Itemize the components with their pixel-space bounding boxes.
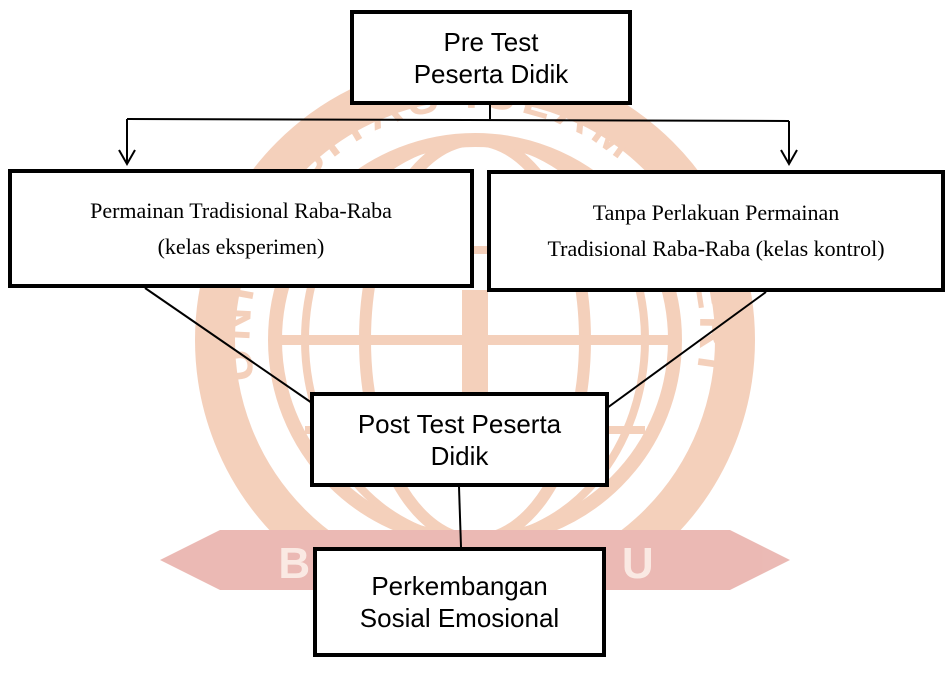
development-line1: Perkembangan	[371, 571, 548, 601]
post-test-box: Post Test Peserta Didik	[310, 392, 609, 487]
experiment-class-box: Permainan Tradisional Raba-Raba (kelas e…	[8, 169, 474, 288]
pre-test-line1: Pre Test	[443, 26, 539, 57]
connector-post-to-perk	[458, 486, 462, 548]
experiment-line2: (kelas eksperimen)	[157, 233, 325, 259]
arrow-head-right	[780, 149, 798, 167]
experiment-line1: Permainan Tradisional Raba-Raba	[90, 197, 392, 223]
arrow-head-left	[118, 149, 136, 167]
connector-kon-to-post	[606, 291, 767, 409]
pre-test-box: Pre Test Peserta Didik	[350, 10, 632, 105]
connector-branch-bar	[126, 118, 790, 122]
social-emotional-development-box: Perkembangan Sosial Emosional	[313, 547, 606, 657]
control-line2: Tradisional Raba-Raba (kelas kontrol)	[547, 236, 885, 261]
control-class-box: Tanpa Perlakuan Permainan Tradisional Ra…	[487, 170, 945, 292]
control-line1: Tanpa Perlakuan Permainan	[592, 200, 840, 225]
connector-exp-to-post	[144, 287, 313, 404]
pre-test-line2: Peserta Didik	[413, 58, 569, 89]
development-line2: Sosial Emosional	[359, 603, 560, 633]
post-test-line1: Post Test Peserta	[357, 408, 562, 439]
post-test-line2: Didik	[430, 440, 489, 471]
